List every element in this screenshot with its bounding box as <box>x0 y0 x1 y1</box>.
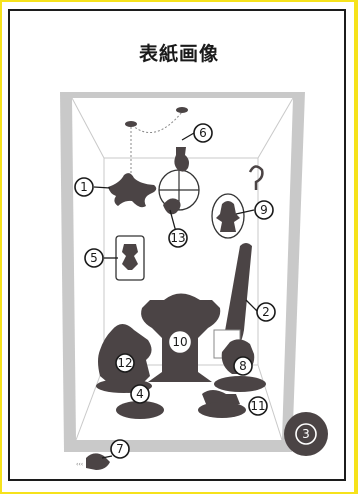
svg-text:5: 5 <box>90 251 98 265</box>
svg-text:12: 12 <box>117 356 132 370</box>
marker-6: 6 <box>194 124 212 142</box>
marker-7: 7 <box>111 440 129 458</box>
marker-10: 10 <box>170 332 190 352</box>
svg-text:6: 6 <box>199 126 207 140</box>
svg-text:4: 4 <box>136 387 144 401</box>
svg-text:1: 1 <box>80 180 88 194</box>
marker-9: 9 <box>255 201 273 219</box>
marker-4: 4 <box>131 385 149 403</box>
marker-2: 2 <box>257 303 275 321</box>
marker-5: 5 <box>85 249 103 267</box>
svg-text:9: 9 <box>260 203 268 217</box>
svg-text:‹‹‹: ‹‹‹ <box>76 461 83 468</box>
marker-1: 1 <box>75 178 93 196</box>
svg-text:8: 8 <box>239 359 247 373</box>
item-5-frame <box>116 236 144 280</box>
room-box <box>60 92 305 452</box>
marker-8: 8 <box>234 357 252 375</box>
svg-text:7: 7 <box>116 442 124 456</box>
svg-text:2: 2 <box>262 305 270 319</box>
svg-text:13: 13 <box>170 231 185 245</box>
marker-13: 13 <box>169 229 187 247</box>
marker-11: 11 <box>249 397 267 415</box>
svg-text:11: 11 <box>250 399 265 413</box>
item-7-figure: ‹‹‹ <box>76 453 110 470</box>
svg-text:10: 10 <box>172 335 187 349</box>
marker-12: 12 <box>116 354 134 372</box>
svg-text:3: 3 <box>302 427 310 441</box>
